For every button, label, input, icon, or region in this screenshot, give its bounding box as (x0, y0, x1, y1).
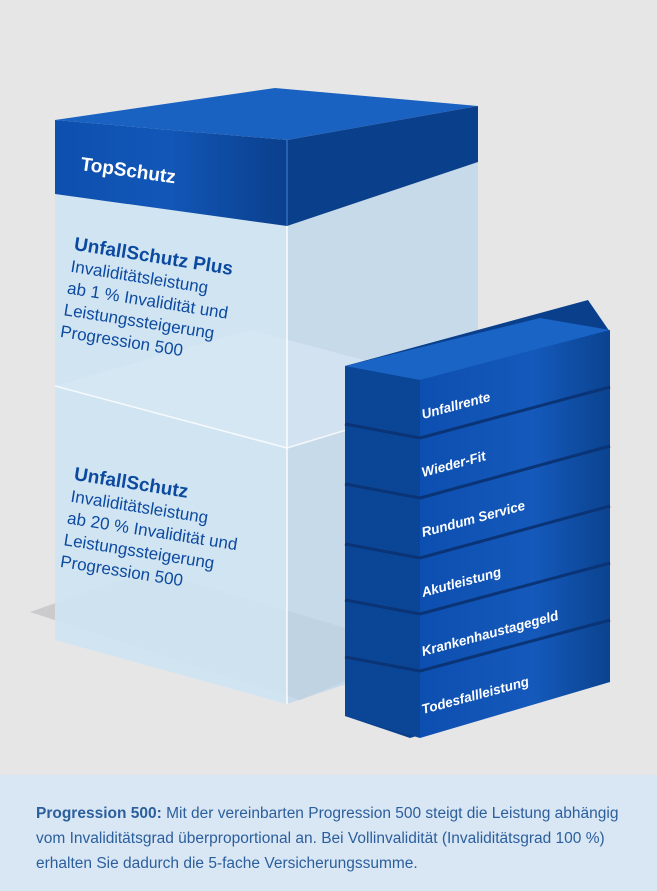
module-divider (419, 444, 611, 500)
module-divider (344, 542, 421, 560)
tower-front-face (55, 194, 287, 704)
footnote-term: Progression 500: (36, 805, 162, 822)
diagram-area: Unfallrente Wieder-Fit Rundum Service Ak… (30, 88, 611, 738)
footnote-text: Mit der vereinbarten Progression 500 ste… (36, 805, 619, 872)
module-divider (419, 504, 611, 560)
tower-texts: TopSchutz UnfallSchutz Plus Invaliditäts… (59, 154, 239, 590)
module-divider (419, 618, 611, 673)
module-stack-top (345, 318, 610, 380)
topschutz-side-face (287, 106, 478, 226)
footnote: Progression 500: Mit der vereinbarten Pr… (0, 775, 657, 891)
stack-diagram: Unfallrente Wieder-Fit Rundum Service Ak… (30, 88, 611, 738)
topschutz-box (55, 88, 478, 226)
topschutz-top-face (55, 88, 478, 140)
module-divider (419, 561, 611, 616)
module-divider (344, 655, 421, 673)
module-divider (344, 482, 421, 500)
topschutz-front-face (55, 120, 287, 226)
module-divider (344, 598, 421, 616)
module-stack: Unfallrente Wieder-Fit Rundum Service Ak… (344, 300, 611, 738)
module-stack-front (420, 330, 610, 738)
module-divider (344, 422, 421, 440)
separator-line (54, 385, 288, 449)
module-divider (419, 385, 611, 440)
module-dividers (344, 385, 611, 673)
